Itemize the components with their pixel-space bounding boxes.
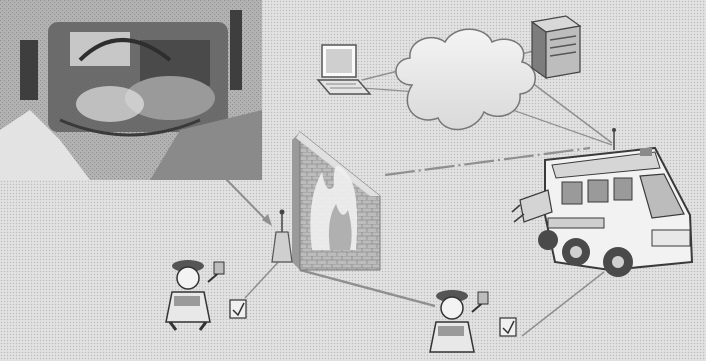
firefighter-icon-2 [430, 290, 516, 352]
cloud-icon [396, 29, 535, 129]
server-icon [532, 16, 580, 78]
fire-truck-icon [512, 128, 692, 277]
antenna-icon [272, 210, 292, 263]
burning-building-icon [292, 132, 380, 270]
link-firefighter-truck [522, 272, 604, 336]
arrow-head-photo-antenna [262, 214, 272, 226]
vehicle-engine-photo [0, 0, 262, 180]
laptop-icon [318, 45, 370, 94]
link-photo-antenna [225, 178, 268, 222]
link-antenna-firefighter-2 [300, 270, 435, 306]
link-antenna-firefighter-1 [245, 258, 282, 298]
firefighter-icon-1 [166, 260, 246, 330]
